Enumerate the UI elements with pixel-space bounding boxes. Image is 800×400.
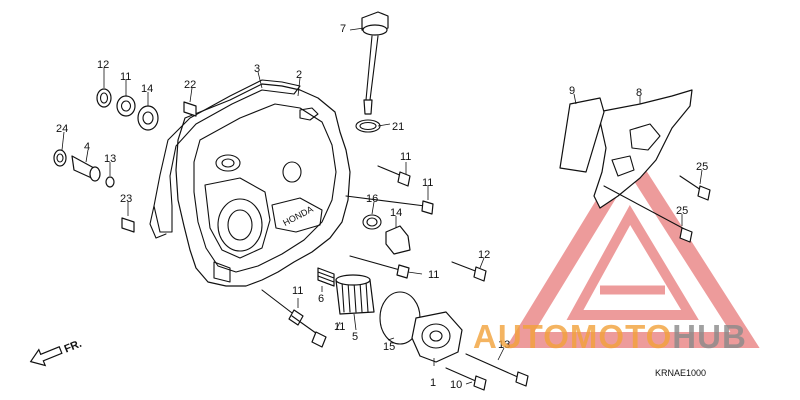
oil-filter-assembly	[317, 214, 421, 345]
side-bracket	[559, 89, 711, 243]
watermark-text: AUTOMOTOHUB	[473, 318, 747, 355]
callout-5: 5	[352, 331, 358, 343]
oil-filter-cover	[411, 311, 529, 391]
watermark-logo-triangle	[505, 144, 760, 348]
callout-13: 13	[498, 339, 510, 351]
callout-25-a: 25	[696, 161, 708, 173]
callout-21: 21	[392, 121, 404, 133]
callout-1: 1	[430, 377, 436, 389]
callout-15: 11	[120, 71, 131, 83]
callout-3: 3	[254, 63, 260, 75]
front-arrow-label: FR.	[63, 338, 84, 356]
callout-11-d: 11	[292, 285, 303, 297]
front-direction-arrow: FR.	[29, 338, 84, 367]
callout-18: 14	[141, 83, 153, 95]
callout-10: 10	[450, 379, 462, 391]
diagram-code: KRNAE1000	[655, 368, 706, 378]
callout-2: 2	[296, 69, 302, 81]
watermark-part-moto: MOTO	[570, 318, 672, 355]
callout-11-a: 11	[400, 151, 411, 163]
callout-22: 22	[184, 79, 196, 91]
callout-20: 16	[366, 193, 378, 205]
callout-6: 6	[318, 293, 324, 305]
callout-19: 15	[383, 341, 395, 353]
callout-23: 23	[120, 193, 132, 205]
callout-7: 7	[340, 23, 346, 35]
crankcase-cover: HONDA	[175, 83, 351, 287]
watermark-part-hub: HUB	[672, 318, 747, 355]
gasket	[149, 79, 301, 239]
oil-filler-cap-dipstick	[361, 11, 389, 115]
callout-14: 14	[390, 207, 402, 219]
callout-25-b: 25	[676, 205, 688, 217]
callout-24: 24	[56, 123, 68, 135]
callout-16: 12	[97, 59, 109, 71]
leader-lines	[61, 27, 703, 385]
watermark-part-auto: AUTO	[473, 318, 570, 355]
svg-text:AUTOMOTOHUB: AUTOMOTOHUB	[473, 318, 747, 355]
callout-11-e: 11	[334, 321, 345, 333]
callout-17: 13	[104, 153, 116, 165]
callout-11-b: 11	[422, 177, 433, 189]
callout-labels: 7 2 3 22 12 11 14 24 4 13 23 21 11 11 16…	[56, 23, 708, 391]
bolts	[261, 165, 487, 348]
callout-12: 12	[478, 249, 490, 261]
callout-8: 8	[636, 87, 642, 99]
seals-and-bushings	[53, 88, 197, 233]
callout-4: 4	[84, 141, 90, 153]
callout-11-c: 11	[428, 269, 439, 281]
callout-9: 9	[569, 85, 575, 97]
